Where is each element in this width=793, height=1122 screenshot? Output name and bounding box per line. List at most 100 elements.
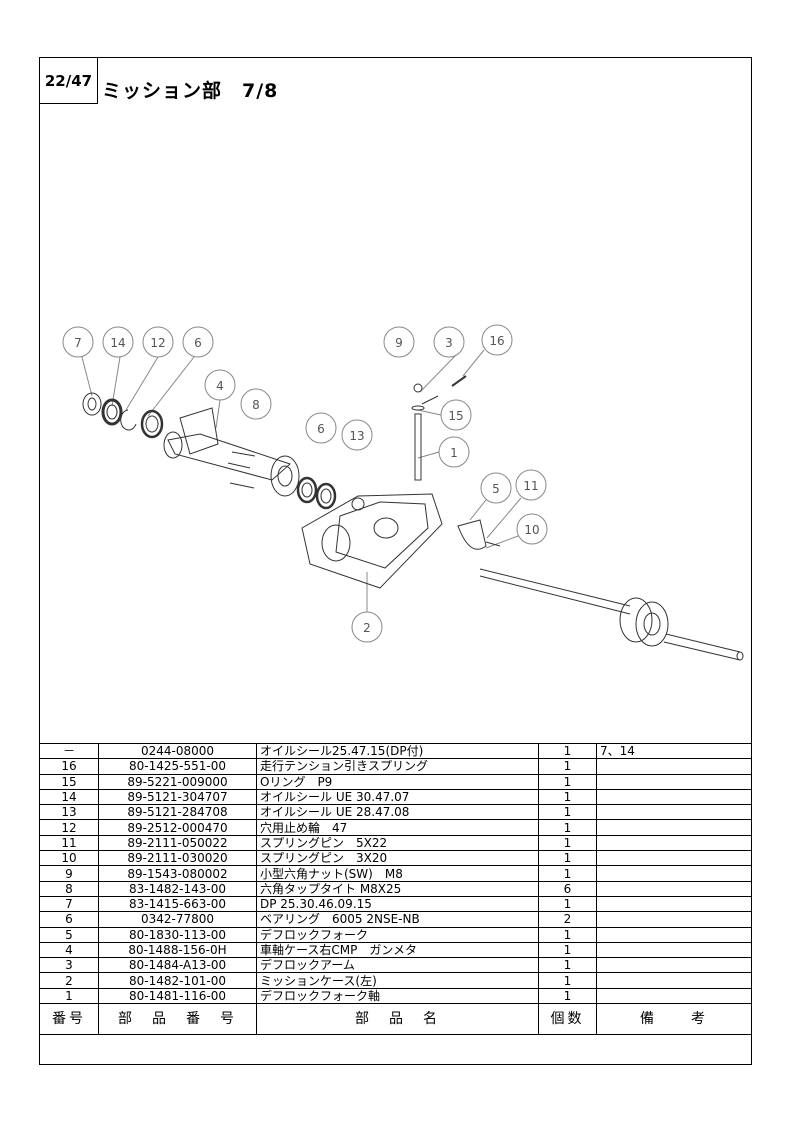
cell-note: [596, 957, 751, 974]
page-frame: 22/47 ミッション部 7/8 7 14 12 6 4 8 6 13 9 3 …: [39, 57, 752, 1065]
cell-note: [596, 788, 751, 806]
svg-text:2: 2: [363, 621, 371, 635]
leader-lines: [81, 349, 522, 612]
cell-qty: 1: [538, 773, 597, 790]
axle-shaft: [479, 568, 744, 661]
cell-note: [596, 819, 751, 836]
svg-text:16: 16: [489, 334, 504, 348]
cell-qty: 1: [538, 804, 597, 821]
cell-qty: 1: [538, 941, 597, 959]
cell-qty: 1: [538, 850, 597, 867]
cell-part-number: 89-2111-030020: [98, 850, 257, 867]
header-note: 備 考: [596, 1003, 751, 1036]
header-name: 部 品 名: [256, 1003, 539, 1036]
cell-qty: 1: [538, 758, 597, 775]
cell-part-number: 83-1415-663-00: [98, 895, 257, 913]
cell-name: 小型六角ナット(SW) M8: [256, 865, 539, 882]
cell-name: ベアリング 6005 2NSE-NB: [256, 911, 539, 928]
cell-no: 12: [40, 819, 99, 836]
svg-text:3: 3: [445, 336, 453, 350]
cell-name: デフロックフォーク軸: [256, 987, 539, 1005]
cell-note: [596, 865, 751, 882]
cell-no: 8: [40, 880, 99, 897]
cell-part-number: 80-1830-113-00: [98, 926, 257, 943]
cell-name: デフロックアーム: [256, 957, 539, 974]
cell-note: [596, 987, 751, 1005]
svg-text:13: 13: [349, 429, 364, 443]
callout-13: 13: [341, 419, 373, 451]
svg-text:12: 12: [150, 336, 165, 350]
svg-text:11: 11: [523, 479, 538, 493]
cell-no: 16: [40, 758, 99, 775]
cell-part-number: 0342-77800: [98, 911, 257, 928]
cell-name: デフロックフォーク: [256, 926, 539, 943]
cell-no: 7: [40, 895, 99, 913]
seal-parts: [82, 392, 164, 439]
cell-note: [596, 911, 751, 928]
callout-12: 12: [142, 326, 174, 358]
callout-10: 10: [516, 513, 548, 545]
svg-text:10: 10: [524, 523, 539, 537]
cell-qty: 1: [538, 865, 597, 882]
exploded-parts-diagram: 7 14 12 6 4 8 6 13 9 3 16 15 1 5 11 10 2: [62, 324, 744, 661]
cell-no: 2: [40, 972, 99, 989]
cell-part-number: 80-1482-101-00: [98, 972, 257, 989]
svg-text:5: 5: [492, 482, 500, 496]
cell-name: スプリングピン 3X20: [256, 850, 539, 867]
cell-qty: 2: [538, 911, 597, 928]
svg-text:4: 4: [216, 379, 224, 393]
svg-text:8: 8: [252, 398, 260, 412]
header-qty: 個数: [538, 1003, 597, 1036]
callout-7: 7: [62, 326, 94, 358]
cell-no: 11: [40, 834, 99, 852]
cell-part-number: 80-1488-156-0H: [98, 941, 257, 959]
cell-name: オイルシール UE 28.47.08: [256, 804, 539, 821]
callout-6b: 6: [305, 412, 337, 444]
cell-no: 5: [40, 926, 99, 943]
cell-part-number: 89-2111-050022: [98, 834, 257, 852]
cell-name: Oリング P9: [256, 773, 539, 790]
callout-3: 3: [433, 326, 465, 358]
cell-name: 車軸ケース右CMP ガンメタ: [256, 941, 539, 959]
cell-part-number: 89-5121-284708: [98, 804, 257, 821]
cell-qty: 1: [538, 895, 597, 913]
svg-text:9: 9: [395, 336, 403, 350]
cell-part-number: 0244-08000: [98, 742, 257, 760]
cell-name: 穴用止め輪 47: [256, 819, 539, 836]
cell-no: 6: [40, 911, 99, 928]
cell-note: [596, 880, 751, 897]
cell-part-number: 89-2512-000470: [98, 819, 257, 836]
cell-no: 1: [40, 987, 99, 1005]
cell-part-number: 80-1425-551-00: [98, 758, 257, 775]
svg-text:1: 1: [450, 446, 458, 460]
callout-15: 15: [440, 399, 472, 431]
fork-shaft: [411, 375, 467, 481]
svg-text:6: 6: [317, 422, 325, 436]
cell-qty: 1: [538, 972, 597, 989]
cell-no: 13: [40, 804, 99, 821]
callout-14: 14: [102, 326, 134, 358]
callout-11: 11: [515, 469, 547, 501]
cell-no: －: [40, 742, 99, 760]
cell-name: スプリングピン 5X22: [256, 834, 539, 852]
cell-part-number: 80-1484-A13-00: [98, 957, 257, 974]
cell-note: [596, 941, 751, 959]
cell-name: オイルシール25.47.15(DP付): [256, 742, 539, 760]
cell-name: DP 25.30.46.09.15: [256, 895, 539, 913]
cell-name: ミッションケース(左): [256, 972, 539, 989]
cell-note: [596, 850, 751, 867]
page-number: 22/47: [40, 58, 98, 104]
svg-text:15: 15: [448, 409, 463, 423]
svg-text:7: 7: [74, 336, 82, 350]
header-no: 番号: [40, 1003, 99, 1036]
